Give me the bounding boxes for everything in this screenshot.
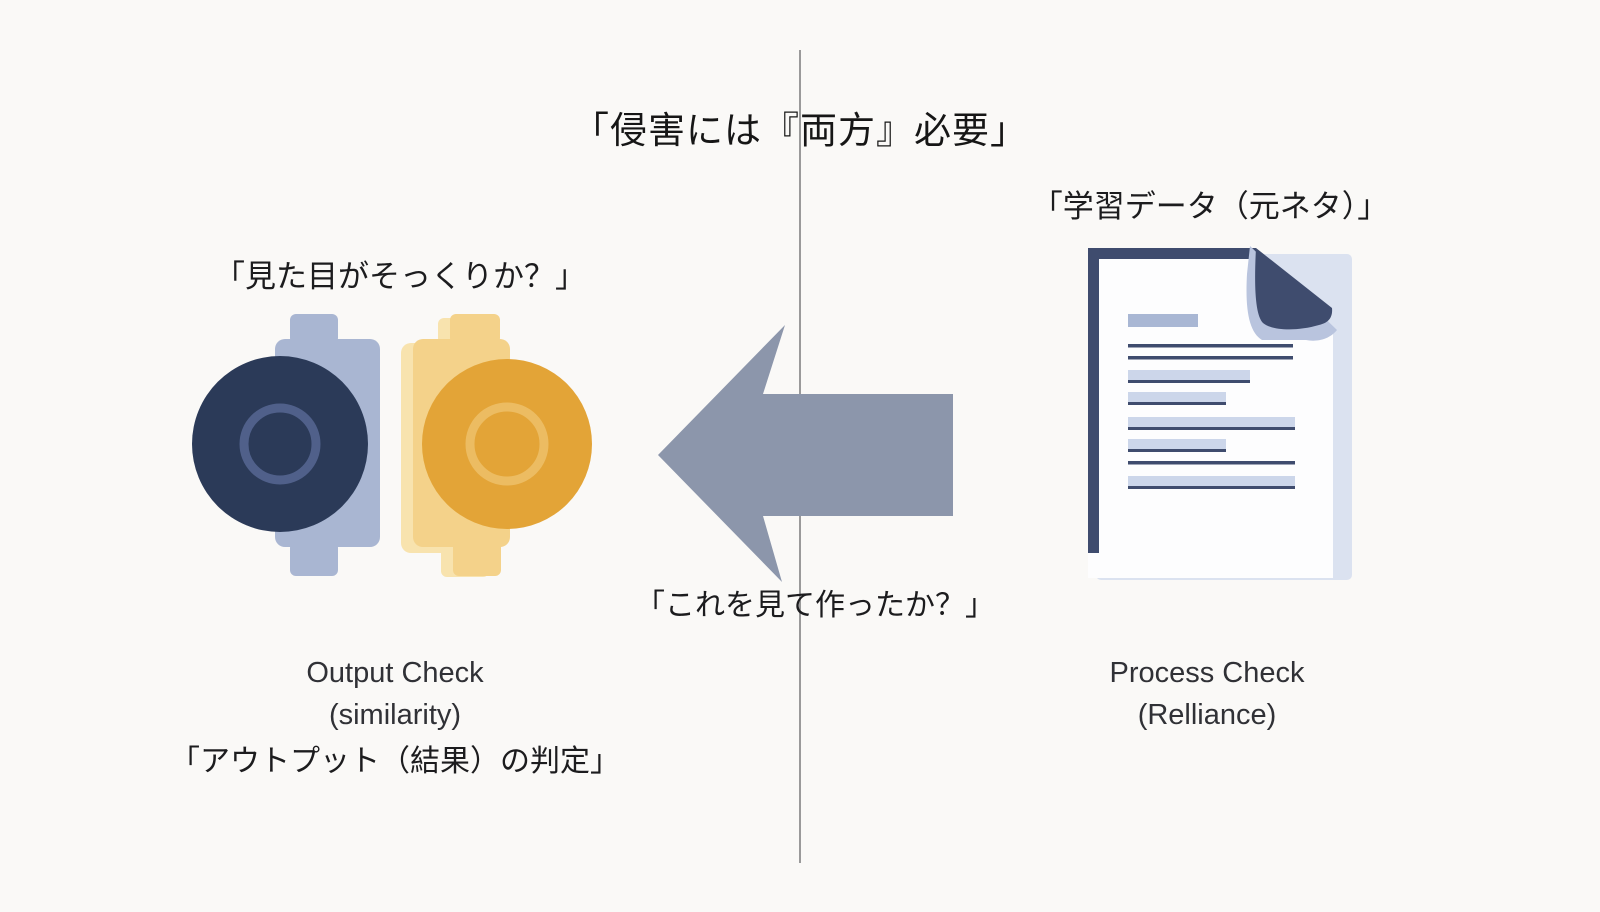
arrow-shape (658, 325, 953, 582)
diagram-title: 「侵害には『両方』必要」 (572, 110, 1028, 151)
left-arrow-icon (658, 325, 953, 582)
gold-stamp-icon (401, 314, 592, 577)
document-text-lines (1128, 344, 1295, 489)
two-stamps-comparison-icon (192, 314, 592, 577)
navy-stamp-circle (192, 356, 368, 532)
output-check-label: Output Check (306, 657, 484, 689)
left-question-label: 「見た目がそっくりか？」 (214, 259, 586, 294)
output-check-caption: Output Check (similarity) 「アウトプット（結果）の判定… (145, 652, 645, 783)
output-judgement-label: 「アウトプット（結果）の判定」 (170, 745, 620, 778)
document-fold-icon (1255, 248, 1333, 330)
blue-stamp-icon (192, 314, 380, 576)
process-check-label: Process Check (1109, 657, 1305, 689)
document-icon (1088, 246, 1352, 580)
document-title-block (1128, 314, 1198, 327)
training-data-label: 「学習データ（元ネタ）」 (1031, 189, 1389, 224)
reliance-question-label: 「これを見て作ったか？」 (635, 589, 995, 622)
gold-stamp-circle (422, 359, 592, 529)
process-check-caption: Process Check (Relliance) (957, 652, 1457, 736)
document-text-bars (1128, 370, 1295, 486)
similarity-label: (similarity) (328, 699, 462, 731)
navy-stamp-ring (239, 403, 321, 485)
document-frame (1088, 248, 1256, 553)
reliance-label: (Relliance) (1137, 699, 1277, 731)
gold-stamp-ring (465, 402, 549, 486)
